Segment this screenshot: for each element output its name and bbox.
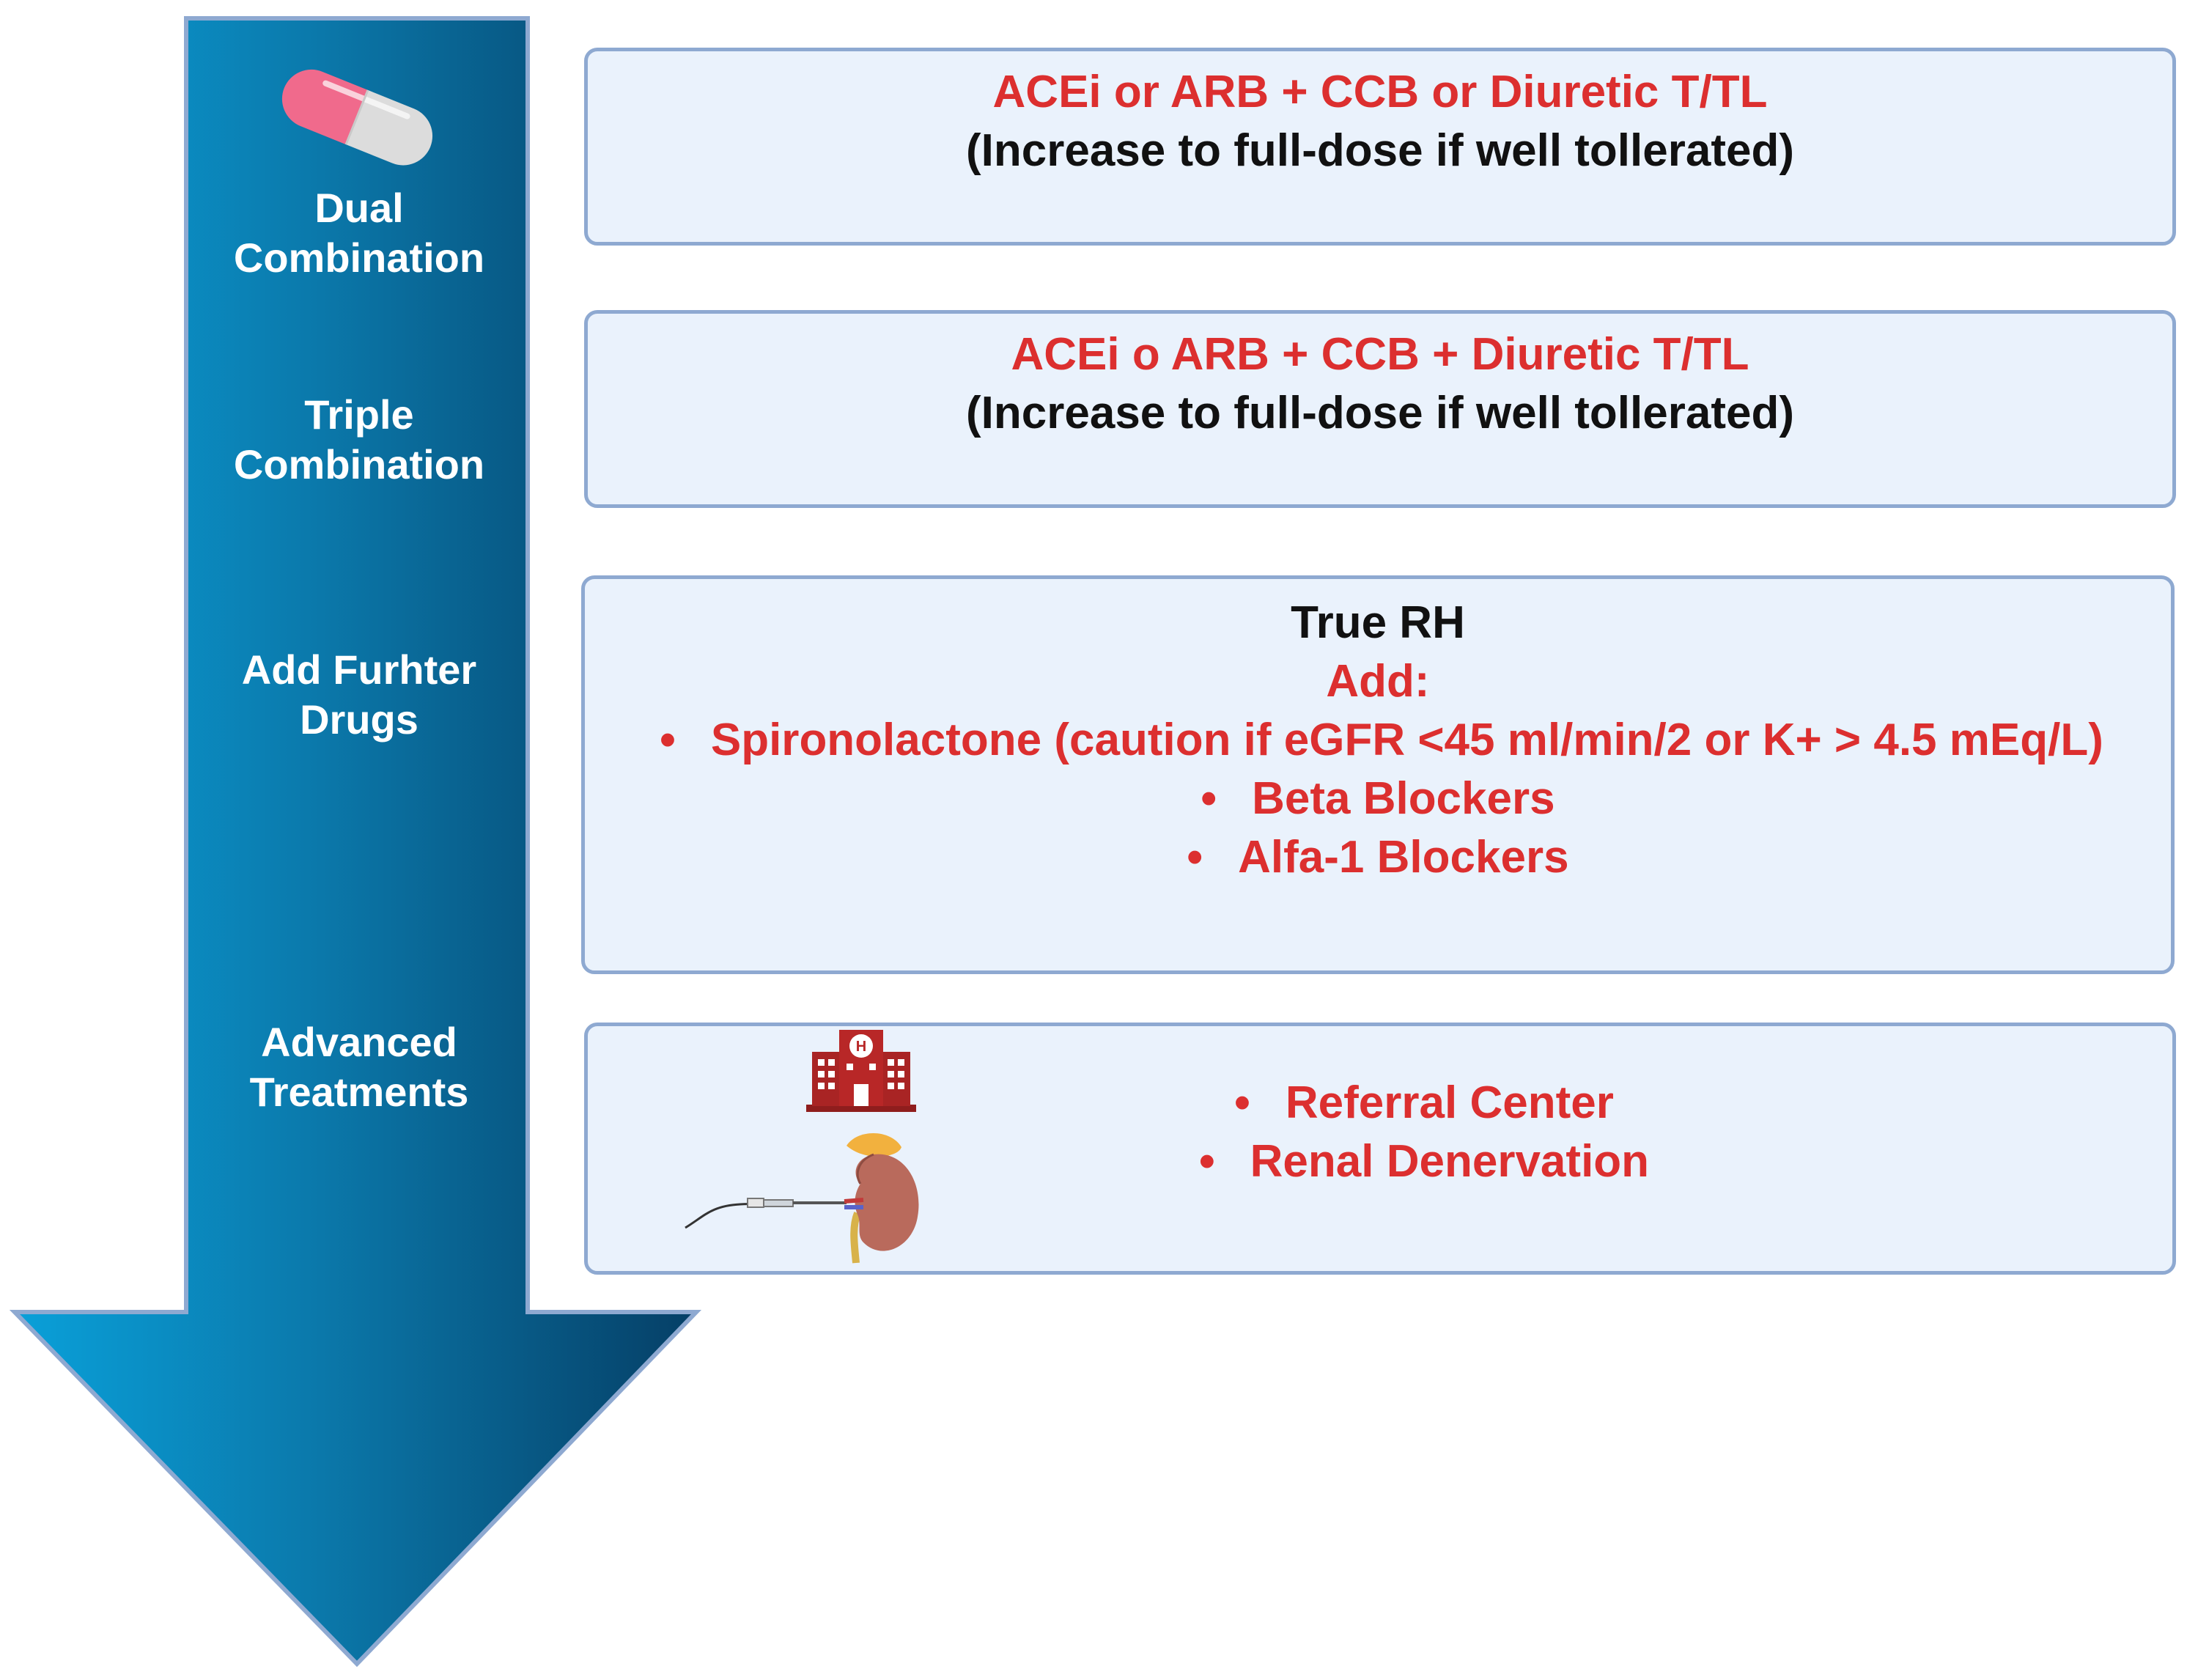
arrow-shape: [9, 16, 702, 1668]
list-item: • Referral Center: [676, 1074, 2172, 1132]
capsule-icon: [281, 69, 433, 166]
further-drugs-list: • Spironolactone (caution if eGFR <45 ml/…: [585, 711, 2171, 887]
list-item: • Beta Blockers: [585, 770, 2171, 828]
list-item: • Alfa-1 Blockers: [585, 828, 2171, 887]
bullet-icon: •: [1198, 1136, 1215, 1187]
step-label-line: Dual: [314, 185, 404, 231]
true-rh-heading: True RH: [1291, 597, 1465, 648]
drug-spironolactone: Spironolactone (caution if eGFR <45 ml/m…: [710, 715, 2103, 765]
step-label-further-drugs: Add Furhter Drugs: [183, 645, 535, 745]
bullet-icon: •: [1234, 1077, 1250, 1128]
step-label-dual: Dual Combination: [183, 183, 535, 283]
triple-dose-note: (Increase to full-dose if well tollerate…: [966, 388, 1794, 438]
triple-combination-box: ACEi o ARB + CCB + Diuretic T/TL (Increa…: [584, 310, 2176, 508]
advanced-treatments-list: •Referral Center •Renal Denervation: [588, 1074, 2172, 1191]
referral-center-text: Referral Center: [1285, 1077, 1614, 1128]
drug-alfa1-blockers: Alfa-1 Blockers: [1238, 832, 1569, 883]
step-label-line: Combination: [233, 235, 485, 281]
hospital-sign-letter: H: [856, 1039, 866, 1055]
step-label-advanced: Advanced Treatments: [183, 1017, 535, 1117]
step-label-triple: Triple Combination: [183, 390, 535, 490]
step-label-line: Add Furhter: [241, 646, 477, 693]
bullet-icon: •: [660, 715, 676, 765]
add-label: Add:: [1326, 656, 1430, 707]
step-label-line: Drugs: [300, 696, 418, 743]
dual-regimen-text: ACEi or ARB + CCB or Diuretic T/TL: [992, 67, 1768, 117]
renal-denervation-text: Renal Denervation: [1250, 1136, 1650, 1187]
dual-dose-note: (Increase to full-dose if well tollerate…: [966, 125, 1794, 176]
bullet-icon: •: [1187, 832, 1203, 883]
step-label-line: Treatments: [249, 1069, 469, 1115]
step-label-line: Triple: [304, 391, 414, 438]
list-item: • Spironolactone (caution if eGFR <45 ml/…: [585, 711, 2171, 770]
step-label-line: Advanced: [261, 1019, 457, 1065]
step-label-line: Combination: [233, 441, 485, 487]
triple-regimen-text: ACEi o ARB + CCB + Diuretic T/TL: [1011, 329, 1749, 380]
further-drugs-box: True RH Add: • Spironolactone (caution if…: [581, 575, 2175, 974]
dual-combination-box: ACEi or ARB + CCB or Diuretic T/TL (Incr…: [584, 48, 2176, 246]
drug-beta-blockers: Beta Blockers: [1252, 773, 1555, 824]
kidney-catheter-icon: [685, 1132, 919, 1264]
list-item: • Renal Denervation: [676, 1132, 2172, 1191]
hospital-icon: H: [806, 1030, 916, 1112]
bullet-icon: •: [1201, 773, 1217, 824]
